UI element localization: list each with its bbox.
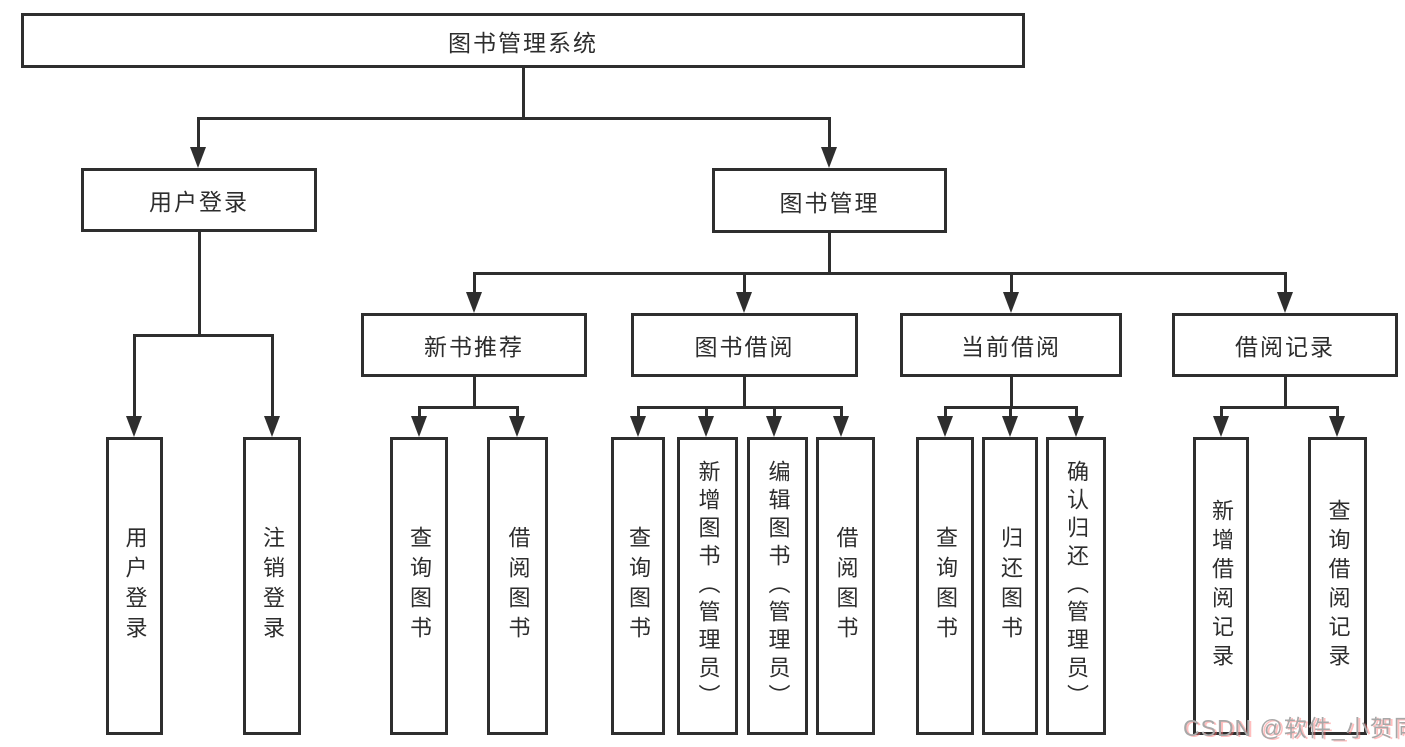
connector-arrowhead <box>937 416 953 437</box>
connector-line <box>828 117 831 150</box>
connector-line <box>197 117 200 150</box>
leaf-label: 查询图书 <box>933 526 958 646</box>
leaf-logout: 注销登录 <box>243 437 301 735</box>
connector-arrowhead <box>833 416 849 437</box>
leaf-borrow-books: 借阅图书 <box>487 437 548 735</box>
leaf-label: 借阅图书 <box>505 526 531 646</box>
connector-arrowhead <box>1277 292 1293 313</box>
connector-line <box>773 406 776 418</box>
leaf-query-borrow-record: 查询借阅记录 <box>1308 437 1367 735</box>
node-library-management-system: 图书管理系统 <box>21 13 1025 68</box>
connector-line <box>743 272 746 295</box>
connector-arrowhead <box>411 416 427 437</box>
connector-line <box>473 377 476 408</box>
connector-arrowhead <box>264 416 280 437</box>
connector-line <box>1284 377 1287 408</box>
connector-line <box>1220 406 1223 418</box>
connector-line <box>1010 272 1013 295</box>
leaf-label: 确认归还（管理员） <box>1064 460 1089 712</box>
leaf-user-login: 用户登录 <box>106 437 163 735</box>
leaf-label: 归还图书 <box>998 526 1023 646</box>
leaf-add-books-admin: 新增图书（管理员） <box>677 437 738 735</box>
leaf-label: 查询借阅记录 <box>1325 499 1351 673</box>
connector-line <box>418 406 519 409</box>
connector-line <box>944 406 947 418</box>
leaf-label: 编辑图书（管理员） <box>765 460 791 712</box>
node-user-login: 用户登录 <box>81 168 317 232</box>
connector-line <box>1220 406 1339 409</box>
connector-arrowhead <box>509 416 525 437</box>
node-book-management: 图书管理 <box>712 168 947 233</box>
connector-line <box>418 406 421 418</box>
connector-arrowhead <box>190 147 206 168</box>
connector-line <box>473 272 476 295</box>
connector-arrowhead <box>698 416 714 437</box>
leaf-label: 新增图书（管理员） <box>695 460 721 712</box>
watermark: CSDN @软件_小贺同学 <box>1183 715 1405 741</box>
connector-arrowhead <box>1213 416 1229 437</box>
connector-arrowhead <box>1002 416 1018 437</box>
connector-line <box>637 406 640 418</box>
node-book-borrowing: 图书借阅 <box>631 313 858 377</box>
connector-line <box>1075 406 1078 418</box>
leaf-query-books: 查询图书 <box>611 437 665 735</box>
connector-line <box>516 406 519 418</box>
leaf-add-borrow-record: 新增借阅记录 <box>1193 437 1249 735</box>
connector-line <box>198 232 201 337</box>
node-borrowing-records: 借阅记录 <box>1172 313 1398 377</box>
leaf-label: 借阅图书 <box>833 526 859 646</box>
connector-arrowhead <box>1068 416 1084 437</box>
leaf-label: 新增借阅记录 <box>1209 499 1234 673</box>
leaf-return-books: 归还图书 <box>982 437 1038 735</box>
connector-arrowhead <box>1003 292 1019 313</box>
leaf-confirm-return-admin: 确认归还（管理员） <box>1046 437 1106 735</box>
connector-arrowhead <box>1329 416 1345 437</box>
leaf-label: 用户登录 <box>122 526 148 646</box>
leaf-label: 注销登录 <box>260 526 285 646</box>
connector-line <box>197 117 831 120</box>
leaf-query-books: 查询图书 <box>916 437 974 735</box>
connector-line <box>743 377 746 408</box>
leaf-edit-books-admin: 编辑图书（管理员） <box>747 437 808 735</box>
connector-arrowhead <box>126 416 142 437</box>
connector-line <box>1010 377 1013 408</box>
connector-line <box>828 233 831 275</box>
connector-line <box>522 68 525 120</box>
connector-line <box>271 334 274 418</box>
leaf-query-books: 查询图书 <box>390 437 448 735</box>
connector-arrowhead <box>630 416 646 437</box>
leaf-label: 查询图书 <box>407 526 432 646</box>
connector-line <box>840 406 843 418</box>
connector-line <box>133 334 136 418</box>
connector-arrowhead <box>466 292 482 313</box>
connector-line <box>1284 272 1287 295</box>
connector-line <box>1336 406 1339 418</box>
connector-arrowhead <box>736 292 752 313</box>
node-new-book-recommendation: 新书推荐 <box>361 313 587 377</box>
connector-line <box>705 406 708 418</box>
connector-line <box>473 272 1287 275</box>
connector-line <box>133 334 274 337</box>
connector-arrowhead <box>821 147 837 168</box>
connector-line <box>1009 406 1012 418</box>
connector-line <box>637 406 843 409</box>
leaf-borrow-books: 借阅图书 <box>816 437 875 735</box>
connector-arrowhead <box>766 416 782 437</box>
node-current-borrowing: 当前借阅 <box>900 313 1122 377</box>
leaf-label: 查询图书 <box>626 526 651 646</box>
